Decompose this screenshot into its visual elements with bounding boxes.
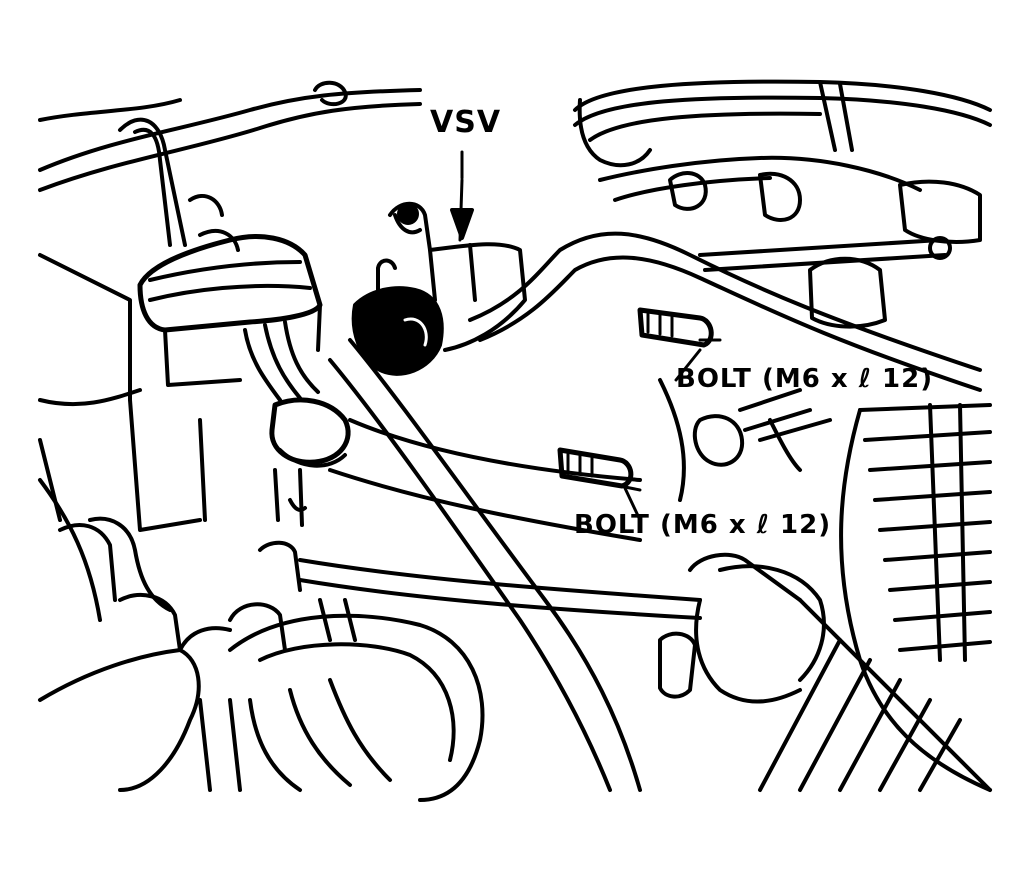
bolt-hardware [557,307,722,492]
vsv-callout-label: VSV [430,105,502,140]
middle-fittings [658,378,832,704]
left-box-outline [38,253,207,532]
lower-left-hand [38,478,232,792]
intake-manifold [573,79,992,329]
lower-bolt-callout-label: BOLT (M6 x ℓ 12) [574,510,832,540]
main-hoses [298,231,982,792]
harness-connector [243,320,351,527]
callout-leaders [622,348,702,522]
upper-left-wiring [38,80,422,252]
junction-box [137,234,323,387]
upper-bolt-callout-label: BOLT (M6 x ℓ 12) [676,364,934,394]
lower-center-reservoir [198,540,485,802]
right-grille [758,403,992,792]
vsv-assembly [351,150,527,376]
